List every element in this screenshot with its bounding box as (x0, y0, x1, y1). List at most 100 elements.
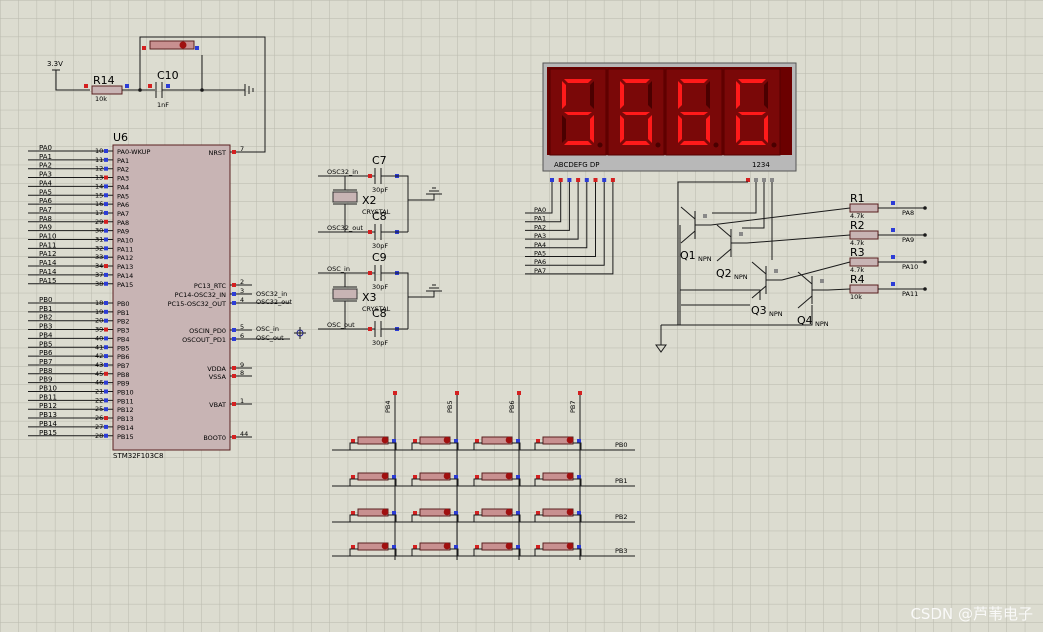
net-label-PB11: PB11 (39, 393, 57, 401)
key-knob (566, 542, 574, 550)
pin-state-red (393, 391, 397, 395)
net-label-PB5: PB5 (446, 400, 454, 413)
digit-3 (665, 68, 723, 156)
segment-wire (525, 182, 562, 223)
mcu-part: STM32F103C8 (113, 452, 163, 460)
pin-state-blue (104, 246, 108, 251)
pin-state-red (104, 175, 108, 180)
key-knob (443, 542, 451, 550)
net-label-PA6: PA6 (534, 258, 546, 266)
resistor-value: 10k (850, 293, 862, 301)
r14-value: 10k (95, 95, 107, 103)
digit-pin-label: 1234 (752, 161, 770, 169)
pin-name: PA15 (117, 281, 133, 289)
net-label-osc-out: OSC_out (327, 321, 355, 329)
net-label-PB4: PB4 (384, 400, 392, 413)
key-button (534, 436, 582, 450)
pin-number: 6 (240, 332, 244, 340)
pin-state-red (558, 178, 563, 182)
base-resistor-wire (746, 234, 851, 244)
segment-D (738, 141, 766, 145)
key-button (473, 508, 521, 522)
pin-state-red (475, 545, 479, 549)
wire (573, 548, 582, 556)
pin-number: 19 (95, 308, 103, 316)
pin-state-red (84, 84, 88, 88)
pin-name: OSCIN_PD0 (189, 327, 226, 335)
pin-state-blue (602, 178, 607, 182)
resistor-value: 4.7k (850, 239, 864, 247)
collector (751, 261, 767, 275)
segment-wire (525, 182, 579, 240)
wire (349, 478, 358, 486)
key-knob (443, 508, 451, 516)
pin-name: PB4 (117, 335, 130, 343)
pin-number: 18 (95, 299, 103, 307)
pin-number: 22 (95, 396, 103, 404)
pin-state-red (148, 84, 152, 88)
pin-state-blue (104, 362, 108, 367)
pin-state-red (536, 511, 540, 515)
pin-state-blue (104, 433, 108, 438)
net-label-PA7: PA7 (39, 206, 52, 214)
pin-name: PA6 (117, 201, 129, 209)
segment-C (648, 115, 652, 143)
pin-state-blue (232, 337, 236, 341)
wire (512, 548, 521, 556)
net-label-PB3: PB3 (615, 547, 628, 555)
pin-state-red (232, 402, 236, 406)
pin-state-red (351, 475, 355, 479)
key-button (473, 472, 521, 486)
pin-state-red (104, 264, 108, 269)
net-label-PA0: PA0 (39, 144, 52, 152)
pin-state-blue (104, 193, 108, 198)
pin-state-red (368, 327, 372, 331)
net-label-osc32-out: OSC32_out (256, 298, 292, 306)
pin-number: 8 (240, 369, 244, 377)
pin-state-blue (516, 545, 520, 549)
pin-name: PC13_RTC (194, 282, 227, 290)
pin-number: 46 (95, 379, 103, 387)
pin-state-red (475, 439, 479, 443)
button-knob (179, 41, 187, 49)
key-knob (566, 472, 574, 480)
pin-name: PB10 (117, 389, 134, 397)
net-label-PA5: PA5 (39, 188, 52, 196)
pin-state-blue (104, 354, 108, 359)
net-label-PB4: PB4 (39, 331, 53, 339)
net-label-PB1: PB1 (615, 477, 628, 485)
net-label-PA2: PA2 (534, 223, 546, 231)
pin-number: 32 (95, 244, 103, 252)
net-label-PA2: PA2 (39, 162, 52, 170)
c10-ref: C10 (157, 69, 179, 82)
junction-dot (923, 287, 927, 291)
cap-ref: C9 (372, 251, 387, 264)
wire (349, 548, 358, 556)
net-label-PA14: PA14 (39, 268, 57, 276)
pin-number: 15 (95, 191, 103, 199)
net-label-PA7: PA7 (534, 267, 546, 275)
net-label-PB0: PB0 (615, 441, 628, 449)
pin-state-red (351, 439, 355, 443)
pin-name: PA4 (117, 183, 129, 191)
pin-name: PA5 (117, 192, 129, 200)
pin-number: 4 (240, 296, 244, 304)
segment-B (648, 81, 652, 109)
segment-B (590, 81, 594, 109)
net-label-PA15: PA15 (39, 277, 56, 285)
net-label-PB3: PB3 (39, 323, 52, 331)
pin-number: 20 (95, 317, 103, 325)
key-button (473, 436, 521, 450)
segment-F (562, 81, 566, 109)
key-knob (505, 508, 513, 516)
pin-name: PA1 (117, 157, 129, 165)
pin-name: PA10 (117, 237, 133, 245)
net-label-PA3: PA3 (39, 171, 52, 179)
cap-value: 30pF (372, 339, 388, 347)
resistor-body (849, 230, 879, 240)
pin-state-blue (454, 545, 458, 549)
pin-number: 2 (240, 278, 244, 286)
digit-1 (549, 68, 607, 156)
